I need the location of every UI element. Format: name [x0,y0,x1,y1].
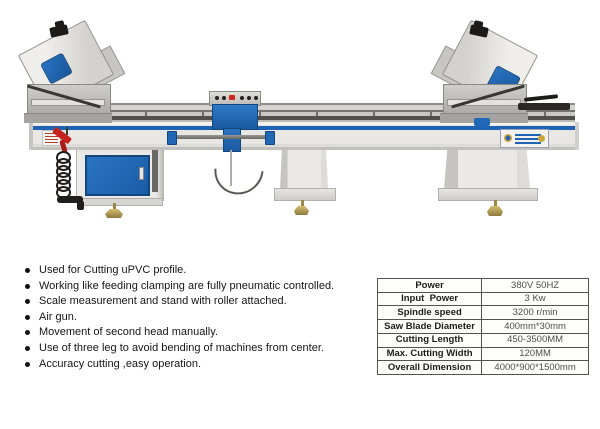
left-head-table-plate [31,99,105,106]
spec-label: Power [376,278,483,293]
guide-rails [33,103,575,123]
feature-item: Use of three leg to avoid bending of mac… [22,341,374,357]
feature-list: Used for Cutting uPVC profile. Working l… [22,263,374,372]
spec-label: Saw Blade Diameter [376,319,483,334]
feature-item: Scale measurement and stand with roller … [22,294,374,310]
bullet-icon [25,268,30,273]
sticker-text-lines [45,133,58,143]
cabinet-base [79,198,163,206]
right-pedestal-leg [444,148,530,189]
leveling-foot [487,206,503,216]
air-hose-elbow [57,196,83,203]
spec-value: 4000*900*1500mm [481,360,589,375]
air-hose-elbow-nub [77,201,84,210]
leveling-foot [294,206,309,215]
leveling-foot-stem [301,200,304,207]
right-end-handle [523,94,559,102]
feature-item: Working like feeding clamping are fully … [22,279,374,295]
cabinet-door-handle [139,167,144,180]
cabinet-side-cable [152,150,158,192]
bed-left-edge [29,122,34,150]
spec-label: Cutting Length [376,332,483,348]
spec-value: 3 Kw [481,291,589,307]
brand-logo-icon [504,134,512,142]
center-pedestal-leg [280,148,328,189]
bullet-icon [25,283,30,289]
feature-text: Accuracy cutting ,easy operation. [39,357,202,370]
spec-label: Overall Dimension [376,360,483,375]
brand-seal-icon [538,135,545,142]
spec-value: 120MM [481,346,589,362]
feature-item: Air gun. [22,310,374,326]
right-head-table-plate [447,99,521,106]
emergency-stop-button [229,95,235,100]
air-gun-hook [66,127,68,135]
control-knob [222,96,226,100]
right-pedestal-base [438,188,538,201]
control-knob [247,96,251,100]
control-knob [254,96,258,100]
feature-text: Air gun. [39,310,77,323]
bed-blue-stripe [33,126,576,130]
machine-photo [17,19,579,218]
left-head-mount [24,113,112,123]
leveling-foot-stem [494,200,497,207]
feature-text: Movement of second head manually. [39,326,218,339]
right-end-stop-bar [518,103,570,110]
bullet-icon [25,299,30,305]
brand-text-lines [515,134,541,144]
clamp-rod [170,135,272,139]
spec-value: 400mm*30mm [481,319,589,334]
spec-label: Max. Cutting Width [376,346,483,362]
bullet-icon [25,345,30,351]
feature-text: Working like feeding clamping are fully … [39,279,335,292]
brand-label [500,129,549,148]
feature-item: Movement of second head manually. [22,325,374,341]
bed-bottom-lip [33,147,576,150]
leveling-foot [105,209,123,218]
feature-text: Scale measurement and stand with roller … [39,295,287,308]
carriage-bracket [223,128,241,152]
control-knob [215,96,219,100]
center-pedestal-base [274,188,336,201]
clamp-rod-end [167,131,177,145]
leveling-foot-stem [113,203,116,210]
spec-label: Spindle speed [376,305,483,321]
right-head-clamp-block [474,118,490,126]
bullet-icon [25,361,30,367]
bullet-icon [25,314,30,320]
spec-value: 380V 50HZ [481,278,589,293]
bed-right-edge [575,122,579,150]
spec-label: Input Power [376,291,483,307]
center-carriage [212,104,258,130]
feature-text: Use of three leg to avoid bending of mac… [39,341,324,354]
bullet-icon [25,330,30,336]
feature-item: Used for Cutting uPVC profile. [22,263,374,279]
feature-item: Accuracy cutting ,easy operation. [22,357,374,373]
clamp-rod-end [265,131,275,145]
spec-value: 3200 r/min [481,305,589,321]
spec-value: 450-3500MM [481,332,589,348]
control-knob [240,96,244,100]
feature-text: Used for Cutting uPVC profile. [39,264,187,276]
support-rod [230,150,232,186]
